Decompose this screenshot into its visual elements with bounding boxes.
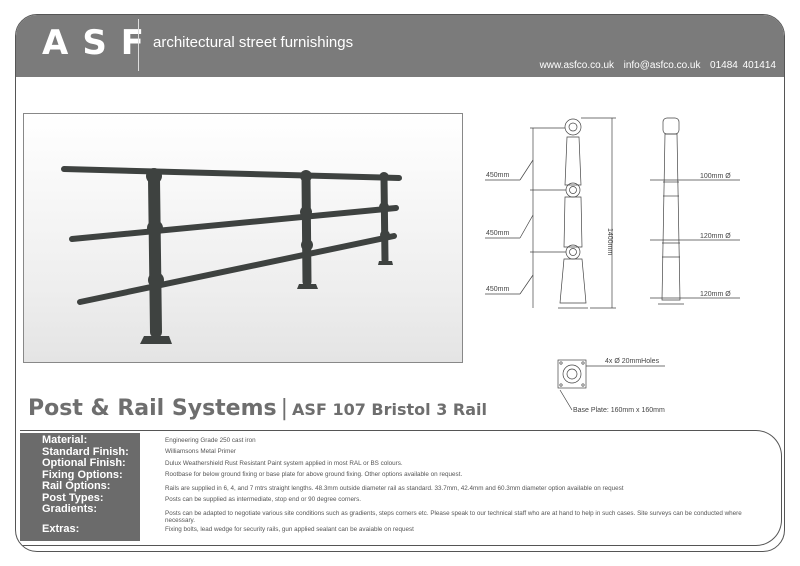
title-main: Post & Rail Systems bbox=[28, 396, 277, 421]
header: ASF architectural street furnishings www… bbox=[16, 15, 784, 77]
spec-value: Posts can be adapted to negotiate variou… bbox=[165, 509, 742, 524]
diameter-label: 120mm Ø bbox=[700, 233, 731, 240]
spec-value: Williamsons Metal Primer bbox=[165, 448, 237, 456]
technical-drawing: 450mm 450mm 450mm 1400mm 100mm Ø 120mm Ø… bbox=[485, 117, 740, 414]
page-frame: ASF architectural street furnishings www… bbox=[15, 14, 785, 552]
spec-value: Posts can be supplied as intermediate, s… bbox=[165, 496, 362, 504]
spec-values: Engineering Grade 250 cast iron Williams… bbox=[165, 436, 765, 536]
spec-value: Dulux Weathershield Rust Resistant Paint… bbox=[165, 459, 403, 467]
base-plate-label: Base Plate: 160mm x 160mm bbox=[573, 407, 665, 414]
title-model: ASF 107 Bristol 3 Rail bbox=[292, 400, 487, 419]
spec-value: Fixing bolts, lead wedge for security ra… bbox=[165, 525, 414, 533]
diameter-label: 120mm Ø bbox=[700, 291, 731, 298]
product-title: Post & Rail Systems|ASF 107 Bristol 3 Ra… bbox=[28, 396, 487, 421]
tagline: architectural street furnishings bbox=[153, 34, 354, 51]
spec-label: Rail Options: bbox=[42, 480, 111, 492]
spacing-label: 450mm bbox=[486, 230, 510, 237]
spec-label: Fixing Options: bbox=[42, 468, 123, 481]
title-separator: | bbox=[280, 396, 289, 421]
phone: 01484 401414 bbox=[710, 60, 776, 71]
spec-label: Gradients: bbox=[42, 503, 98, 515]
spec-label: Optional Finish: bbox=[42, 457, 126, 469]
spec-label: Post Types: bbox=[42, 491, 104, 504]
diameter-label: 100mm Ø bbox=[700, 173, 731, 180]
logo: ASF bbox=[42, 23, 159, 63]
spec-label: Standard Finish: bbox=[42, 445, 129, 458]
divider bbox=[138, 19, 139, 71]
spec-label: Material: bbox=[42, 434, 88, 446]
website-link[interactable]: www.asfco.co.uk bbox=[539, 60, 615, 71]
spacing-label: 450mm bbox=[486, 286, 510, 293]
spec-value: Rails are supplied in 6, 4, and 7 mtrs s… bbox=[165, 485, 624, 493]
contact-line: www.asfco.co.uk info@asfco.co.uk 01484 4… bbox=[540, 60, 776, 71]
spec-label: Extras: bbox=[42, 522, 80, 535]
spacing-label: 450mm bbox=[486, 172, 510, 179]
holes-label: 4x Ø 20mmHoles bbox=[605, 358, 660, 365]
spec-labels: Material: Standard Finish: Optional Fini… bbox=[20, 433, 140, 541]
specs-panel: Material: Standard Finish: Optional Fini… bbox=[20, 430, 782, 546]
height-label: 1400mm bbox=[606, 228, 613, 255]
spec-value: Rootbase for below ground fixing or base… bbox=[165, 470, 463, 478]
spec-value: Engineering Grade 250 cast iron bbox=[165, 437, 256, 444]
email-link[interactable]: info@asfco.co.uk bbox=[623, 60, 701, 71]
product-photo bbox=[23, 113, 463, 363]
